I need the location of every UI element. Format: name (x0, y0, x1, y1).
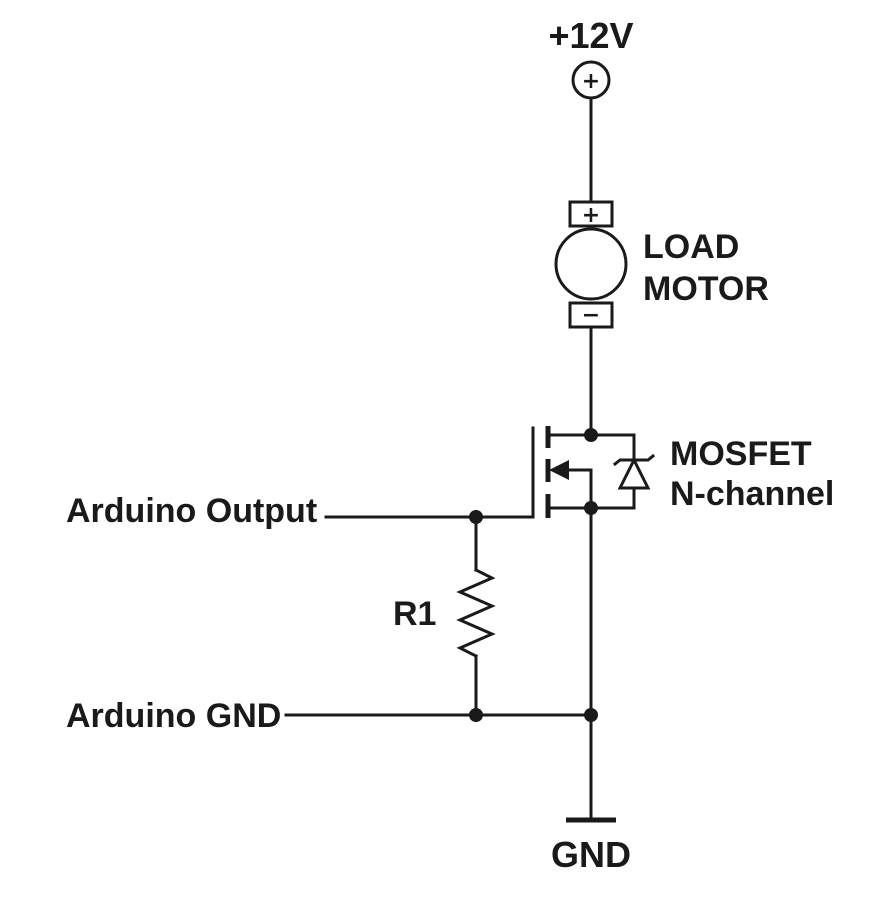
supply-terminal-sign: + (582, 69, 600, 94)
junction-gnd-source (584, 708, 598, 722)
supply-voltage-label: +12V (548, 15, 633, 56)
zener-cathode-bar (612, 453, 656, 467)
load-label-line1: LOAD (643, 228, 739, 266)
junction-drain (584, 428, 598, 442)
resistor-label: R1 (393, 595, 436, 633)
junction-gate-resistor (469, 510, 483, 524)
load-label-line2: MOTOR (643, 270, 769, 308)
motor-plus-sign: + (582, 203, 600, 228)
arduino-gnd-label: Arduino GND (66, 697, 281, 735)
motor-symbol: + − (554, 200, 628, 329)
mosfet-label-line2: N-channel (670, 475, 834, 513)
mosfet-label-line1: MOSFET (670, 435, 812, 473)
motor-icon (554, 227, 628, 301)
motor-plus-terminal (568, 200, 614, 228)
junction-source (584, 501, 598, 515)
arduino-output-label: Arduino Output (66, 492, 317, 530)
mosfet-symbol (474, 426, 656, 519)
zener-diode-icon (617, 456, 651, 490)
motor-minus-sign: − (582, 303, 600, 328)
junction-resistor-gnd (469, 708, 483, 722)
resistor-r1-icon (456, 567, 496, 659)
ground-label: GND (551, 834, 631, 875)
body-arrow-icon (549, 460, 569, 480)
